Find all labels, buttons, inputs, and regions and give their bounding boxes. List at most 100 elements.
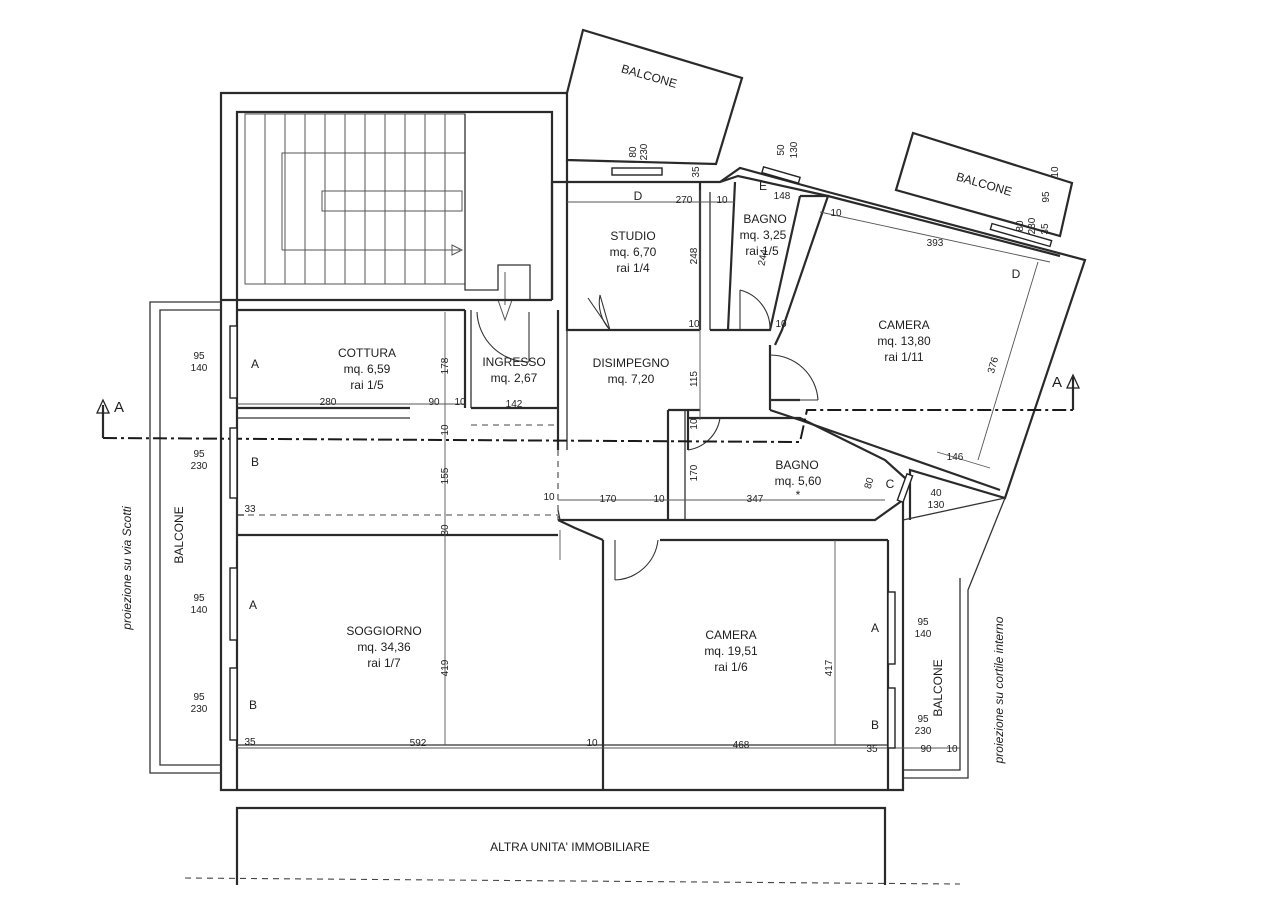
window-sizes: 95 140 95 230 95 140 95 230 95 140 95 23… <box>191 141 1038 737</box>
dimension-texts: 270 10 35 148 10 393 95 10 35 248 244 10… <box>244 166 1061 755</box>
dim-90-a: 90 <box>428 397 440 408</box>
window-size-soggiorno-b-w: 230 <box>191 704 208 715</box>
balcony-top-left-label: BALCONE <box>620 62 679 91</box>
other-unit-label: ALTRA UNITA' IMMOBILIARE <box>490 840 650 854</box>
window-size-bagno-c-h: 40 <box>930 488 942 499</box>
window-size-bagno-e-w: 130 <box>789 141 800 158</box>
room-bagno-big: BAGNO mq. 5,60 * <box>775 458 822 502</box>
room-cottura-name: COTTURA <box>338 346 396 360</box>
window-size-camera-d-h: 80 <box>1015 220 1026 232</box>
room-camera-bottom-name: CAMERA <box>705 628 756 642</box>
dim-417: 417 <box>824 659 835 676</box>
window-code-bagno-c: C <box>886 477 895 491</box>
balcony-left: BALCONE proiezione su via Scotti <box>120 301 221 774</box>
dim-80: 80 <box>863 476 877 490</box>
room-disimpegno: DISIMPEGNO mq. 7,20 <box>593 356 670 386</box>
window-code-camera-b: B <box>871 718 879 732</box>
dim-35-a: 35 <box>691 166 702 178</box>
window-size-camera-a-w: 140 <box>915 629 932 640</box>
dim-592: 592 <box>410 738 427 749</box>
dim-393: 393 <box>927 238 944 249</box>
window-studio-d <box>611 167 663 176</box>
dim-248: 248 <box>689 247 700 264</box>
room-camera-top-name: CAMERA <box>878 318 929 332</box>
dim-10-j: 10 <box>653 494 665 505</box>
dim-115: 115 <box>689 371 700 387</box>
room-ingresso-name: INGRESSO <box>482 355 545 369</box>
dim-376: 376 <box>986 355 1001 374</box>
other-unit: ALTRA UNITA' IMMOBILIARE <box>184 806 961 885</box>
dim-10-f: 10 <box>454 397 466 408</box>
dim-95-a: 95 <box>1041 191 1052 203</box>
window-code-soggiorno-b: B <box>249 698 257 712</box>
room-camera-bottom-area: mq. 19,51 <box>704 644 758 658</box>
window-camera-b <box>887 687 896 749</box>
dim-148: 148 <box>774 191 791 202</box>
room-soggiorno-area: mq. 34,36 <box>357 640 411 654</box>
room-camera-top-rai: rai 1/11 <box>884 350 923 364</box>
dim-90-b: 90 <box>920 744 932 755</box>
dim-170-b: 170 <box>600 494 617 505</box>
room-bagno-big-name: BAGNO <box>775 458 818 472</box>
balcony-right-label: BALCONE <box>931 659 945 716</box>
window-size-studio-d-w: 230 <box>639 143 650 160</box>
room-bagno-small-name: BAGNO <box>743 212 786 226</box>
dim-170-a: 170 <box>689 464 700 481</box>
window-soggiorno-a <box>229 567 238 641</box>
balcony-left-label: BALCONE <box>172 506 186 563</box>
dim-146: 146 <box>947 452 964 463</box>
window-codes: A B A B A B C D D E <box>249 179 1021 732</box>
window-camera-a <box>887 591 896 665</box>
dim-142: 142 <box>506 399 523 410</box>
room-bagno-small-rai: rai 1/5 <box>745 244 779 258</box>
dim-468: 468 <box>733 740 750 751</box>
window-bagno-e <box>761 166 801 184</box>
dim-10-g: 10 <box>689 418 700 430</box>
balcony-right: BALCONE proiezione su cortile interno <box>902 497 1007 779</box>
room-ingresso: INGRESSO mq. 2,67 <box>482 355 545 385</box>
room-cottura: COTTURA mq. 6,59 rai 1/5 <box>338 346 396 392</box>
doors <box>476 289 819 581</box>
window-code-camera-a: A <box>871 621 879 635</box>
window-code-cottura: A <box>251 357 259 371</box>
window-size-left-mid-h: 95 <box>193 449 205 460</box>
dim-244: 244 <box>757 248 771 267</box>
interior-walls <box>236 181 1001 790</box>
dim-10-i: 10 <box>543 492 555 503</box>
dim-10-d: 10 <box>688 319 700 330</box>
balcony-top-left: BALCONE <box>565 28 744 166</box>
room-studio-area: mq. 6,70 <box>610 245 657 259</box>
room-bagno-big-mark: * <box>796 488 801 502</box>
projection-right-label: proiezione su cortile interno <box>992 616 1006 764</box>
room-camera-top: CAMERA mq. 13,80 rai 1/11 <box>877 318 931 364</box>
section-line: A A <box>95 373 1081 444</box>
window-size-soggiorno-a-h: 95 <box>193 593 205 604</box>
window-left-mid <box>229 427 238 499</box>
dim-280: 280 <box>320 397 337 408</box>
window-size-soggiorno-a-w: 140 <box>191 605 208 616</box>
room-disimpegno-name: DISIMPEGNO <box>593 356 670 370</box>
dim-35-d: 35 <box>866 744 878 755</box>
window-soggiorno-b <box>229 667 238 741</box>
window-camera-d <box>989 222 1053 248</box>
dim-33: 33 <box>244 504 256 515</box>
dim-35-c: 35 <box>244 737 256 748</box>
dim-30: 30 <box>440 524 451 536</box>
window-size-cottura-h: 95 <box>193 351 205 362</box>
window-size-camera-a-h: 95 <box>917 617 929 628</box>
window-size-bagno-e-h: 50 <box>776 144 787 156</box>
dim-10-b: 10 <box>830 208 842 219</box>
dim-10-e: 10 <box>775 319 787 330</box>
projection-left-label: proiezione su via Scotti <box>120 506 134 631</box>
window-code-camera-d: D <box>1012 267 1021 281</box>
window-size-bagno-c-w: 130 <box>928 500 945 511</box>
window-bagno-c <box>896 472 914 504</box>
dim-10-c: 10 <box>1050 166 1061 178</box>
room-disimpegno-area: mq. 7,20 <box>608 372 655 386</box>
room-studio: STUDIO mq. 6,70 rai 1/4 <box>610 229 657 275</box>
window-code-left-mid: B <box>251 455 259 469</box>
room-camera-bottom: CAMERA mq. 19,51 rai 1/6 <box>704 628 758 674</box>
stairwell <box>219 91 567 322</box>
balcony-top-right-label: BALCONE <box>955 170 1014 199</box>
